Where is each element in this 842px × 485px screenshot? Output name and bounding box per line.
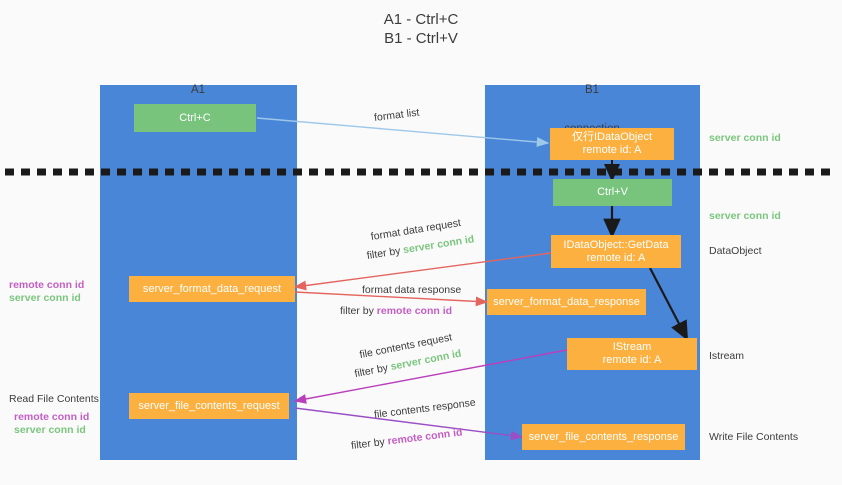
column-header-a1-name: A1 xyxy=(190,84,206,96)
annotation-dataobject: DataObject xyxy=(709,245,762,257)
edge-label-file-contents-response: file contents response xyxy=(373,397,476,422)
node-ctrl-v[interactable]: Ctrl+V xyxy=(553,179,672,206)
annotation-write-file-contents: Write File Contents xyxy=(709,431,799,443)
page-title: A1 - Ctrl+C B1 - Ctrl+V xyxy=(383,11,459,47)
edge-label-format-list-text: format list xyxy=(373,106,421,125)
node-idataobject[interactable]: 仅行IDataObject remote id: A xyxy=(550,128,674,160)
annotation-left-server-conn-id-2: server conn id xyxy=(14,424,86,436)
edge-label-file-contents-response-filter: filter by remote conn id xyxy=(350,426,463,453)
annotation-istream: Istream xyxy=(709,350,745,362)
edge-label-format-data-request-filter-pre: filter by xyxy=(365,244,405,263)
node-server-format-data-request[interactable]: server_format_data_request xyxy=(129,276,295,302)
column-header-b1-name: B1 xyxy=(584,84,600,96)
edge-label-format-data-response-text: format data response xyxy=(362,284,462,296)
edge-label-file-contents-response-filter-key: remote conn id xyxy=(386,426,464,448)
node-ctrl-v-label: Ctrl+V xyxy=(597,186,628,198)
node-ctrl-c[interactable]: Ctrl+C xyxy=(134,104,256,132)
edge-label-format-data-response-filter-key: remote conn id xyxy=(376,305,453,317)
node-idataobject-getdata[interactable]: IDataObject::GetData remote id: A xyxy=(551,235,681,268)
edge-label-format-data-response-filter: filter by remote conn id xyxy=(340,305,452,318)
edge-label-format-list: format list xyxy=(373,107,420,125)
node-server-file-contents-response[interactable]: server_file_contents_response xyxy=(522,424,685,450)
annotation-read-file-contents: Read File Contents xyxy=(9,393,99,405)
node-server-file-contents-response-label: server_file_contents_response xyxy=(528,430,679,443)
edge-label-file-contents-response-filter-pre: filter by xyxy=(350,435,389,453)
node-server-file-contents-request-label: server_file_contents_request xyxy=(138,399,280,412)
annotation-left-server-conn-id-1: server conn id xyxy=(9,292,81,304)
node-ctrl-c-label: Ctrl+C xyxy=(179,111,211,124)
node-server-format-data-response[interactable]: server_format_data_response xyxy=(487,289,646,315)
node-idataobject-getdata-label: IDataObject::GetData remote id: A xyxy=(563,238,669,264)
annotation-server-conn-id-second: server conn id xyxy=(709,210,781,222)
edge-label-file-contents-response-text: file contents response xyxy=(373,396,477,422)
node-idataobject-label: 仅行IDataObject remote id: A xyxy=(571,131,653,156)
edge-label-format-data-response: format data response xyxy=(362,284,461,297)
edge-label-file-contents-request-filter-pre: filter by xyxy=(353,361,392,381)
node-server-format-data-response-label: server_format_data_response xyxy=(493,295,640,308)
annotation-server-conn-id-top: server conn id xyxy=(709,132,781,144)
node-istream-label: IStream remote id: A xyxy=(602,341,662,366)
annotation-left-remote-conn-id-2: remote conn id xyxy=(14,411,90,423)
node-server-file-contents-request[interactable]: server_file_contents_request xyxy=(129,393,289,419)
node-server-format-data-request-label: server_format_data_request xyxy=(142,282,282,295)
annotation-left-remote-conn-id-1: remote conn id xyxy=(9,279,85,291)
edge-label-format-data-response-filter-pre: filter by xyxy=(340,305,377,317)
node-istream[interactable]: IStream remote id: A xyxy=(567,338,697,370)
